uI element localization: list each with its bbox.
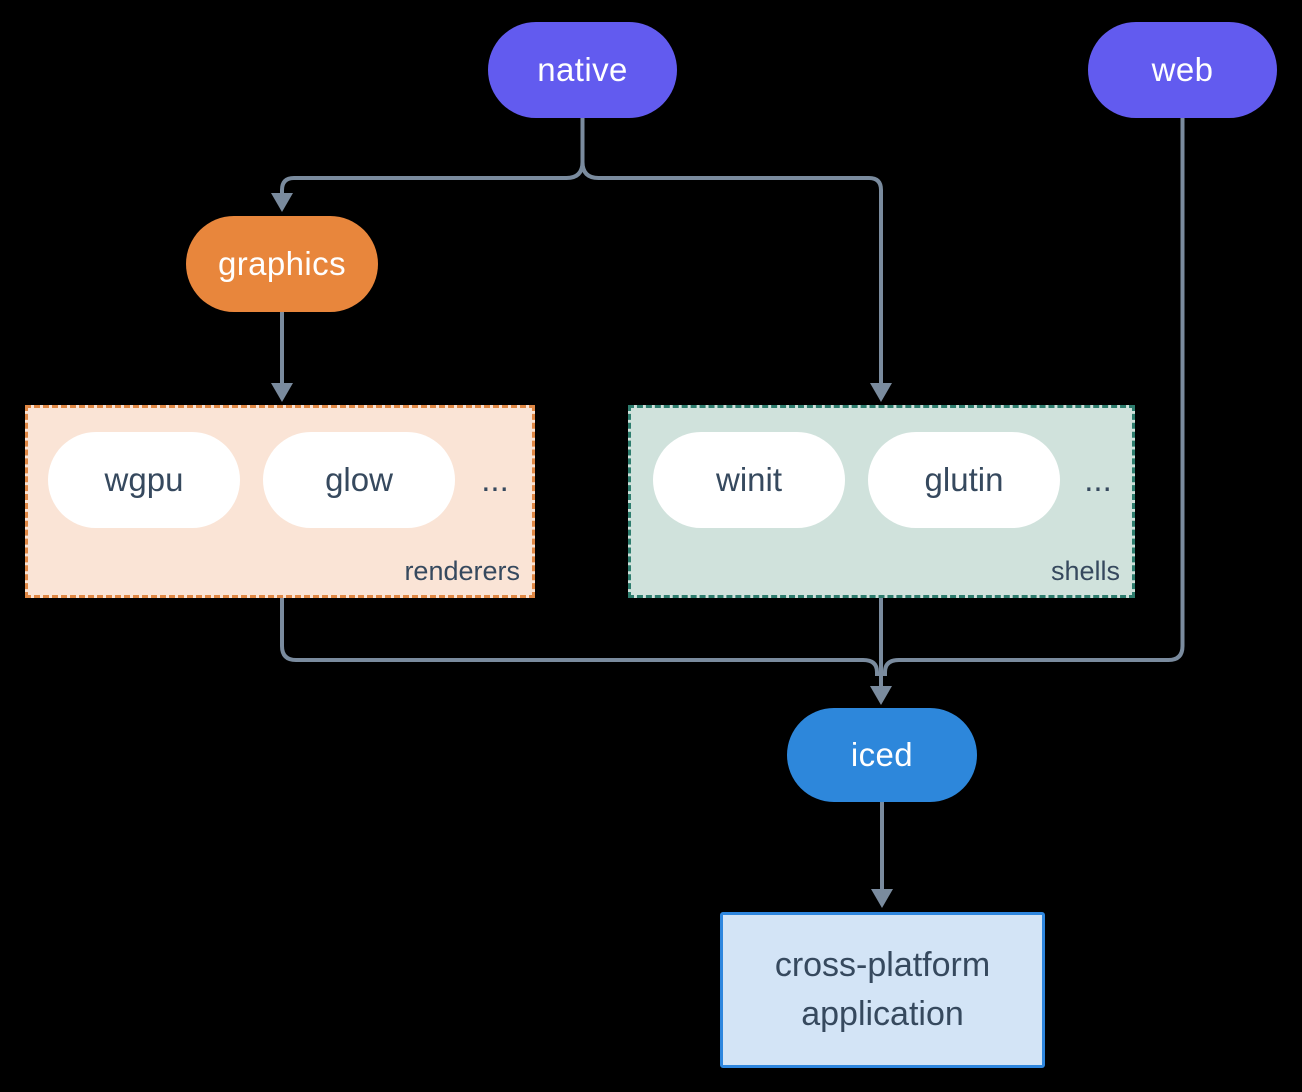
node-wgpu: wgpu [48,432,240,528]
shells-group-label: shells [1050,556,1120,586]
group-shells: winit glutin ... shells [628,405,1135,598]
node-winit-label: winit [715,461,783,498]
node-graphics-label: graphics [218,245,346,282]
group-renderers: wgpu glow ... renderers [25,405,535,598]
node-winit: winit [653,432,845,528]
node-wgpu-label: wgpu [104,461,184,498]
node-iced-label: iced [850,736,914,773]
arrowhead-into-app [871,889,893,908]
node-native: native [488,22,677,118]
edge-renderers-to-merge [280,597,879,676]
app-label-line-1: cross-platform [774,946,991,984]
node-glutin-label: glutin [924,461,1004,498]
node-native-label: native [537,51,628,88]
edge-native-to-shells [580,117,883,383]
shells-ellipsis: ... [1084,461,1112,498]
arrowhead-into-renderers [271,383,293,402]
edge-native-to-graphics [280,117,585,193]
arrowhead-into-shells [870,383,892,402]
node-web: web [1088,22,1277,118]
arrowhead-into-graphics [271,193,293,212]
node-cross-platform-application: cross-platform application [720,912,1045,1068]
node-glow-label: glow [325,461,393,498]
node-web-label: web [1151,51,1214,88]
node-iced: iced [787,708,977,802]
node-graphics: graphics [186,216,378,312]
arrowhead-into-iced [870,686,892,705]
node-glutin: glutin [868,432,1060,528]
renderers-ellipsis: ... [481,461,509,498]
renderers-group-label: renderers [404,556,520,586]
app-label-line-2: application [801,995,964,1033]
node-glow: glow [263,432,455,528]
